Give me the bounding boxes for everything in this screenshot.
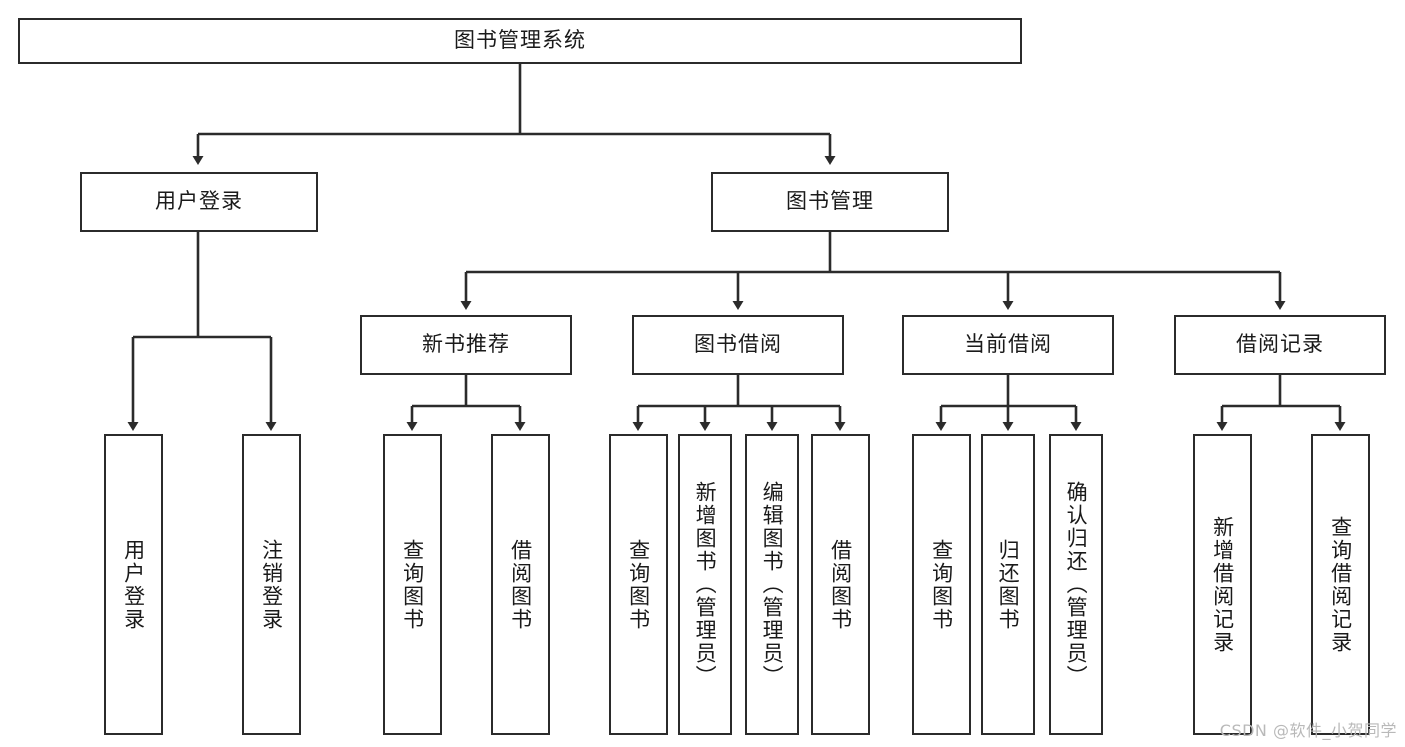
node-book-management-label: 图书管理	[786, 189, 874, 214]
node-leaf-br-query-record-label: 查询借阅记录	[1328, 515, 1353, 654]
node-leaf-bb-query-book[interactable]: 查询图书	[609, 434, 668, 735]
node-root[interactable]: 图书管理系统	[18, 18, 1022, 64]
node-user-login[interactable]: 用户登录	[80, 172, 318, 232]
node-new-book-recommend-label: 新书推荐	[422, 332, 510, 357]
node-book-borrow-label: 图书借阅	[694, 332, 782, 357]
node-leaf-nb-borrow-book[interactable]: 借阅图书	[491, 434, 550, 735]
node-leaf-bb-borrow-book-label: 借阅图书	[828, 538, 853, 631]
node-leaf-bb-edit-book[interactable]: 编辑图书（管理员）	[745, 434, 799, 735]
node-leaf-br-add-record[interactable]: 新增借阅记录	[1193, 434, 1252, 735]
node-leaf-cb-confirm-return-label: 确认归还（管理员）	[1064, 481, 1089, 688]
node-current-borrow[interactable]: 当前借阅	[902, 315, 1114, 375]
node-leaf-cb-query-book-label: 查询图书	[929, 538, 954, 631]
node-leaf-cb-query-book[interactable]: 查询图书	[912, 434, 971, 735]
node-leaf-nb-query-book-label: 查询图书	[400, 538, 425, 631]
node-leaf-user-login[interactable]: 用户登录	[104, 434, 163, 735]
node-leaf-user-login-label: 用户登录	[121, 538, 146, 631]
node-leaf-nb-borrow-book-label: 借阅图书	[508, 538, 533, 631]
node-leaf-cb-confirm-return[interactable]: 确认归还（管理员）	[1049, 434, 1103, 735]
node-leaf-bb-add-book-label: 新增图书（管理员）	[693, 481, 718, 688]
node-leaf-cb-return-book[interactable]: 归还图书	[981, 434, 1035, 735]
node-leaf-bb-edit-book-label: 编辑图书（管理员）	[760, 481, 785, 688]
node-leaf-bb-borrow-book[interactable]: 借阅图书	[811, 434, 870, 735]
node-borrow-record[interactable]: 借阅记录	[1174, 315, 1386, 375]
node-user-login-label: 用户登录	[155, 189, 243, 214]
node-book-borrow[interactable]: 图书借阅	[632, 315, 844, 375]
watermark: CSDN @软件_小贺同学	[1219, 721, 1397, 740]
node-leaf-nb-query-book[interactable]: 查询图书	[383, 434, 442, 735]
node-leaf-logout-label: 注销登录	[259, 538, 284, 631]
node-leaf-br-add-record-label: 新增借阅记录	[1210, 515, 1235, 654]
node-leaf-cb-return-book-label: 归还图书	[996, 538, 1021, 631]
node-leaf-bb-query-book-label: 查询图书	[626, 538, 651, 631]
node-new-book-recommend[interactable]: 新书推荐	[360, 315, 572, 375]
node-borrow-record-label: 借阅记录	[1236, 332, 1324, 357]
node-root-label: 图书管理系统	[454, 28, 586, 53]
node-leaf-logout[interactable]: 注销登录	[242, 434, 301, 735]
node-leaf-bb-add-book[interactable]: 新增图书（管理员）	[678, 434, 732, 735]
node-current-borrow-label: 当前借阅	[964, 332, 1052, 357]
node-book-management[interactable]: 图书管理	[711, 172, 949, 232]
node-leaf-br-query-record[interactable]: 查询借阅记录	[1311, 434, 1370, 735]
